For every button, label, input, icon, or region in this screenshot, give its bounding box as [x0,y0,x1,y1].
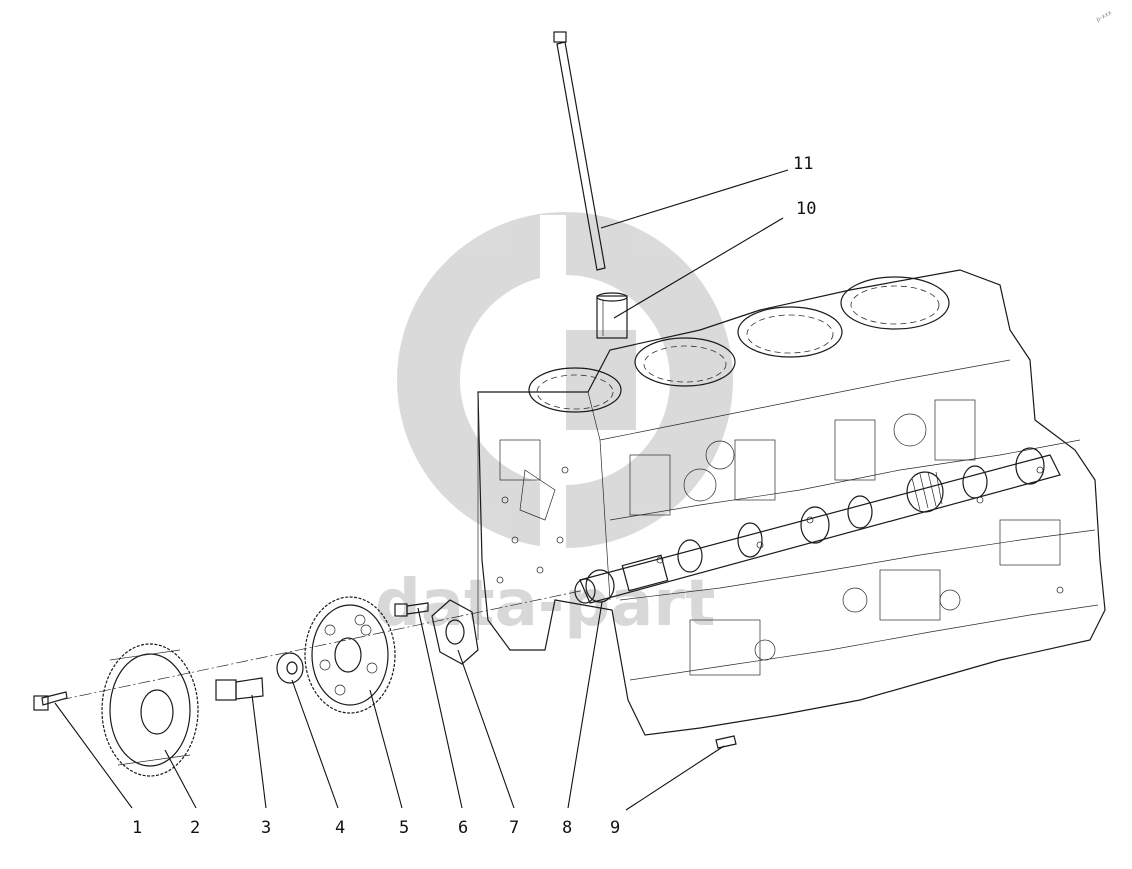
bolt-1 [33,691,68,711]
washer [276,652,304,684]
callout-7: 7 [509,818,519,838]
callout-10: 10 [796,199,816,219]
push-rod [553,31,606,271]
bolt-3 [215,677,264,701]
callout-11: 11 [793,154,813,174]
watermark-logo [397,212,733,555]
bolt-6 [394,602,429,617]
camshaft [574,447,1061,604]
callout-4: 4 [335,818,345,838]
engine-block [477,269,1106,736]
gear-5 [304,596,396,714]
gear-2 [101,643,199,777]
callout-3: 3 [261,818,271,838]
callout-9: 9 [610,818,620,838]
leader-lines [54,169,789,811]
assembly-axis [59,589,586,701]
callout-8: 8 [562,818,572,838]
thrust-plate [431,599,479,665]
callout-1: 1 [132,818,142,838]
callout-5: 5 [399,818,409,838]
tappet [596,292,628,339]
callout-6: 6 [458,818,468,838]
woodruff-key [715,735,737,749]
watermark-text: data-part [375,567,716,641]
cylinder-bores [528,276,950,413]
corner-mark: p-xxx [1095,9,1113,24]
callout-2: 2 [190,818,200,838]
